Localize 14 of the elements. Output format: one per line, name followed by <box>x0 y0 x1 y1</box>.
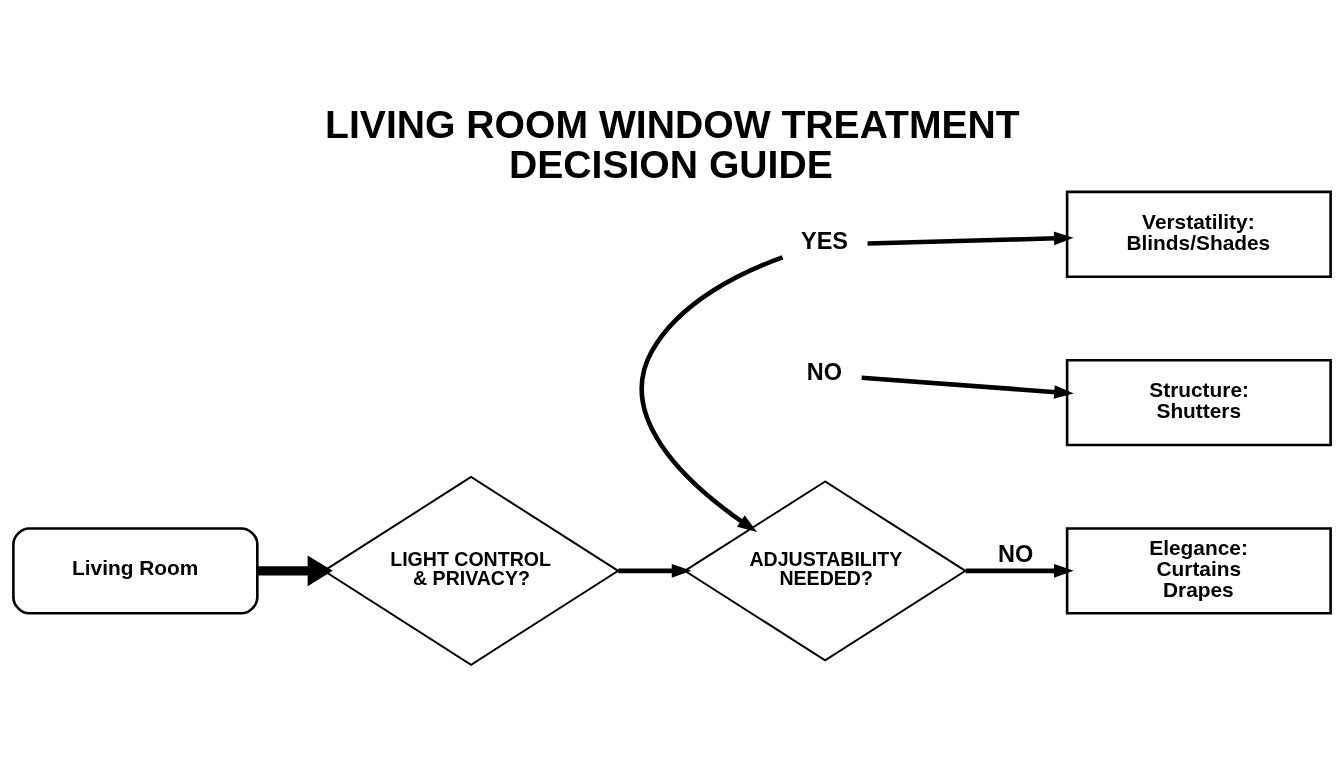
arrow <box>639 255 784 533</box>
diagram-title: LIVING ROOM WINDOW TREATMENT DECISION GUIDE <box>325 103 1020 186</box>
edge-label: NO <box>997 541 1034 568</box>
arrow <box>867 231 1074 246</box>
arrow <box>861 375 1074 399</box>
node-box: Elegance: Curtains Drapes <box>1065 527 1332 615</box>
node-box: Verstatility: Blinds/Shades <box>1065 190 1332 278</box>
node-text: YES <box>800 228 848 255</box>
node-text: NO <box>806 358 843 385</box>
node-box: Structure: Shutters <box>1065 358 1332 447</box>
arrow <box>965 564 1074 578</box>
arrow <box>257 555 333 587</box>
node-box: Living Room <box>12 527 259 615</box>
arrow <box>618 564 692 578</box>
